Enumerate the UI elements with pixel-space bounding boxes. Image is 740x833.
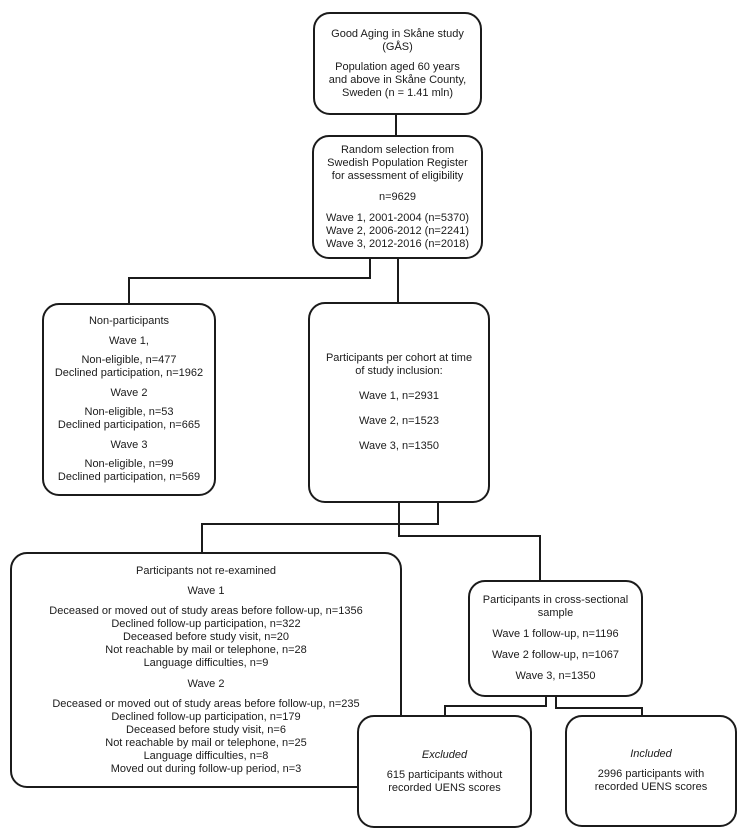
wave-line: Wave 3, n=1350 <box>515 670 596 682</box>
reason-line: Not reachable by mail or telephone, n=28 <box>105 643 307 656</box>
node-random-selection: Random selection from Swedish Population… <box>312 135 483 259</box>
connector-cohort-to-notreexamined-horizontal <box>201 523 439 525</box>
node-title: Included <box>630 748 672 760</box>
reason-line: Declined participation, n=1962 <box>54 367 204 379</box>
connector-cross-branch-right-stub <box>555 696 557 709</box>
node-excluded: Excluded 615 participants without record… <box>357 715 532 828</box>
node-not-reexamined: Participants not re-examined Wave 1 Dece… <box>10 552 402 788</box>
node-title: Participants not re-examined <box>135 564 276 577</box>
node-text: Population aged 60 years and above in Sk… <box>328 60 467 99</box>
node-title: Excluded <box>421 748 468 761</box>
reason-line: Deceased or moved out of study areas bef… <box>52 697 360 710</box>
node-study-population: Good Aging in Skåne study (GÅS) Populati… <box>313 12 482 115</box>
node-title: Random selection from Swedish Population… <box>327 143 468 182</box>
connector-cross-branch-left-stub <box>545 696 547 707</box>
node-participants-per-cohort: Participants per cohort at time of study… <box>308 302 490 503</box>
reason-line: Deceased before study visit, n=6 <box>126 723 286 736</box>
node-text: 615 participants without recorded UENS s… <box>386 768 503 794</box>
wave-line: Wave 1, 2001-2004 (n=5370) <box>326 211 469 224</box>
reason-line: Language difficulties, n=8 <box>143 749 269 762</box>
node-non-participants: Non-participants Wave 1, Non-eligible, n… <box>42 303 216 496</box>
reason-line: Non-eligible, n=99 <box>84 458 174 470</box>
node-cross-sectional-sample: Participants in cross-sectional sample W… <box>468 580 643 697</box>
node-text: 2996 participants with recorded UENS sco… <box>594 768 708 793</box>
wave-heading: Wave 3 <box>110 439 148 451</box>
wave-line: Wave 3, 2012-2016 (n=2018) <box>326 237 469 250</box>
wave-line: Wave 1, n=2931 <box>358 390 439 402</box>
wave-line: Wave 2, n=1523 <box>358 415 439 427</box>
wave-line: Wave 3, n=1350 <box>358 440 439 452</box>
connector-selection-to-nonparticipants-horizontal <box>128 277 371 279</box>
wave-heading: Wave 1 <box>187 584 225 597</box>
reason-line: Deceased or moved out of study areas bef… <box>49 604 363 617</box>
connector-cohort-branch-left-stub <box>398 502 400 537</box>
node-title: Participants in cross-sectional sample <box>482 594 629 619</box>
reason-line: Declined follow-up participation, n=179 <box>111 710 301 723</box>
connector-selection-branch-left-stub <box>369 258 371 279</box>
wave-line: Wave 1 follow-up, n=1196 <box>492 628 619 640</box>
connector-cohort-to-cross-sectional-vertical <box>539 535 541 581</box>
connector-selection-to-cohort <box>397 258 399 303</box>
connector-cohort-to-cross-sectional-horizontal <box>398 535 541 537</box>
node-title: Good Aging in Skåne study (GÅS) <box>331 27 464 53</box>
connector-cross-to-included-horizontal <box>555 707 643 709</box>
connector-cross-to-included-vertical <box>641 707 643 717</box>
wave-line: Wave 2 follow-up, n=1067 <box>491 649 620 661</box>
connector-cohort-to-notreexamined-vertical <box>201 523 203 553</box>
connector-cohort-branch-right-stub <box>437 502 439 525</box>
node-title: Non-participants <box>88 315 170 327</box>
node-count: n=9629 <box>378 190 416 203</box>
node-title: Participants per cohort at time of study… <box>325 352 473 377</box>
connector-cross-to-excluded-horizontal <box>444 705 547 707</box>
wave-heading: Wave 2 <box>187 677 225 690</box>
connector-selection-to-nonparticipants-vertical <box>128 277 130 304</box>
connector-study-to-selection <box>395 115 397 136</box>
reason-line: Non-eligible, n=477 <box>81 354 177 366</box>
wave-heading: Wave 1, <box>109 335 149 347</box>
reason-line: Declined participation, n=665 <box>57 419 201 431</box>
wave-heading: Wave 2 <box>110 387 148 399</box>
reason-line: Declined participation, n=569 <box>57 471 201 483</box>
node-included: Included 2996 participants with recorded… <box>565 715 737 827</box>
connector-cross-to-excluded-vertical <box>444 705 446 716</box>
reason-line: Moved out during follow-up period, n=3 <box>110 762 302 775</box>
reason-line: Language difficulties, n=9 <box>143 656 269 669</box>
wave-line: Wave 2, 2006-2012 (n=2241) <box>326 224 469 237</box>
reason-line: Declined follow-up participation, n=322 <box>111 617 301 630</box>
reason-line: Deceased before study visit, n=20 <box>122 630 289 643</box>
reason-line: Not reachable by mail or telephone, n=25 <box>105 736 307 749</box>
reason-line: Non-eligible, n=53 <box>84 406 174 418</box>
